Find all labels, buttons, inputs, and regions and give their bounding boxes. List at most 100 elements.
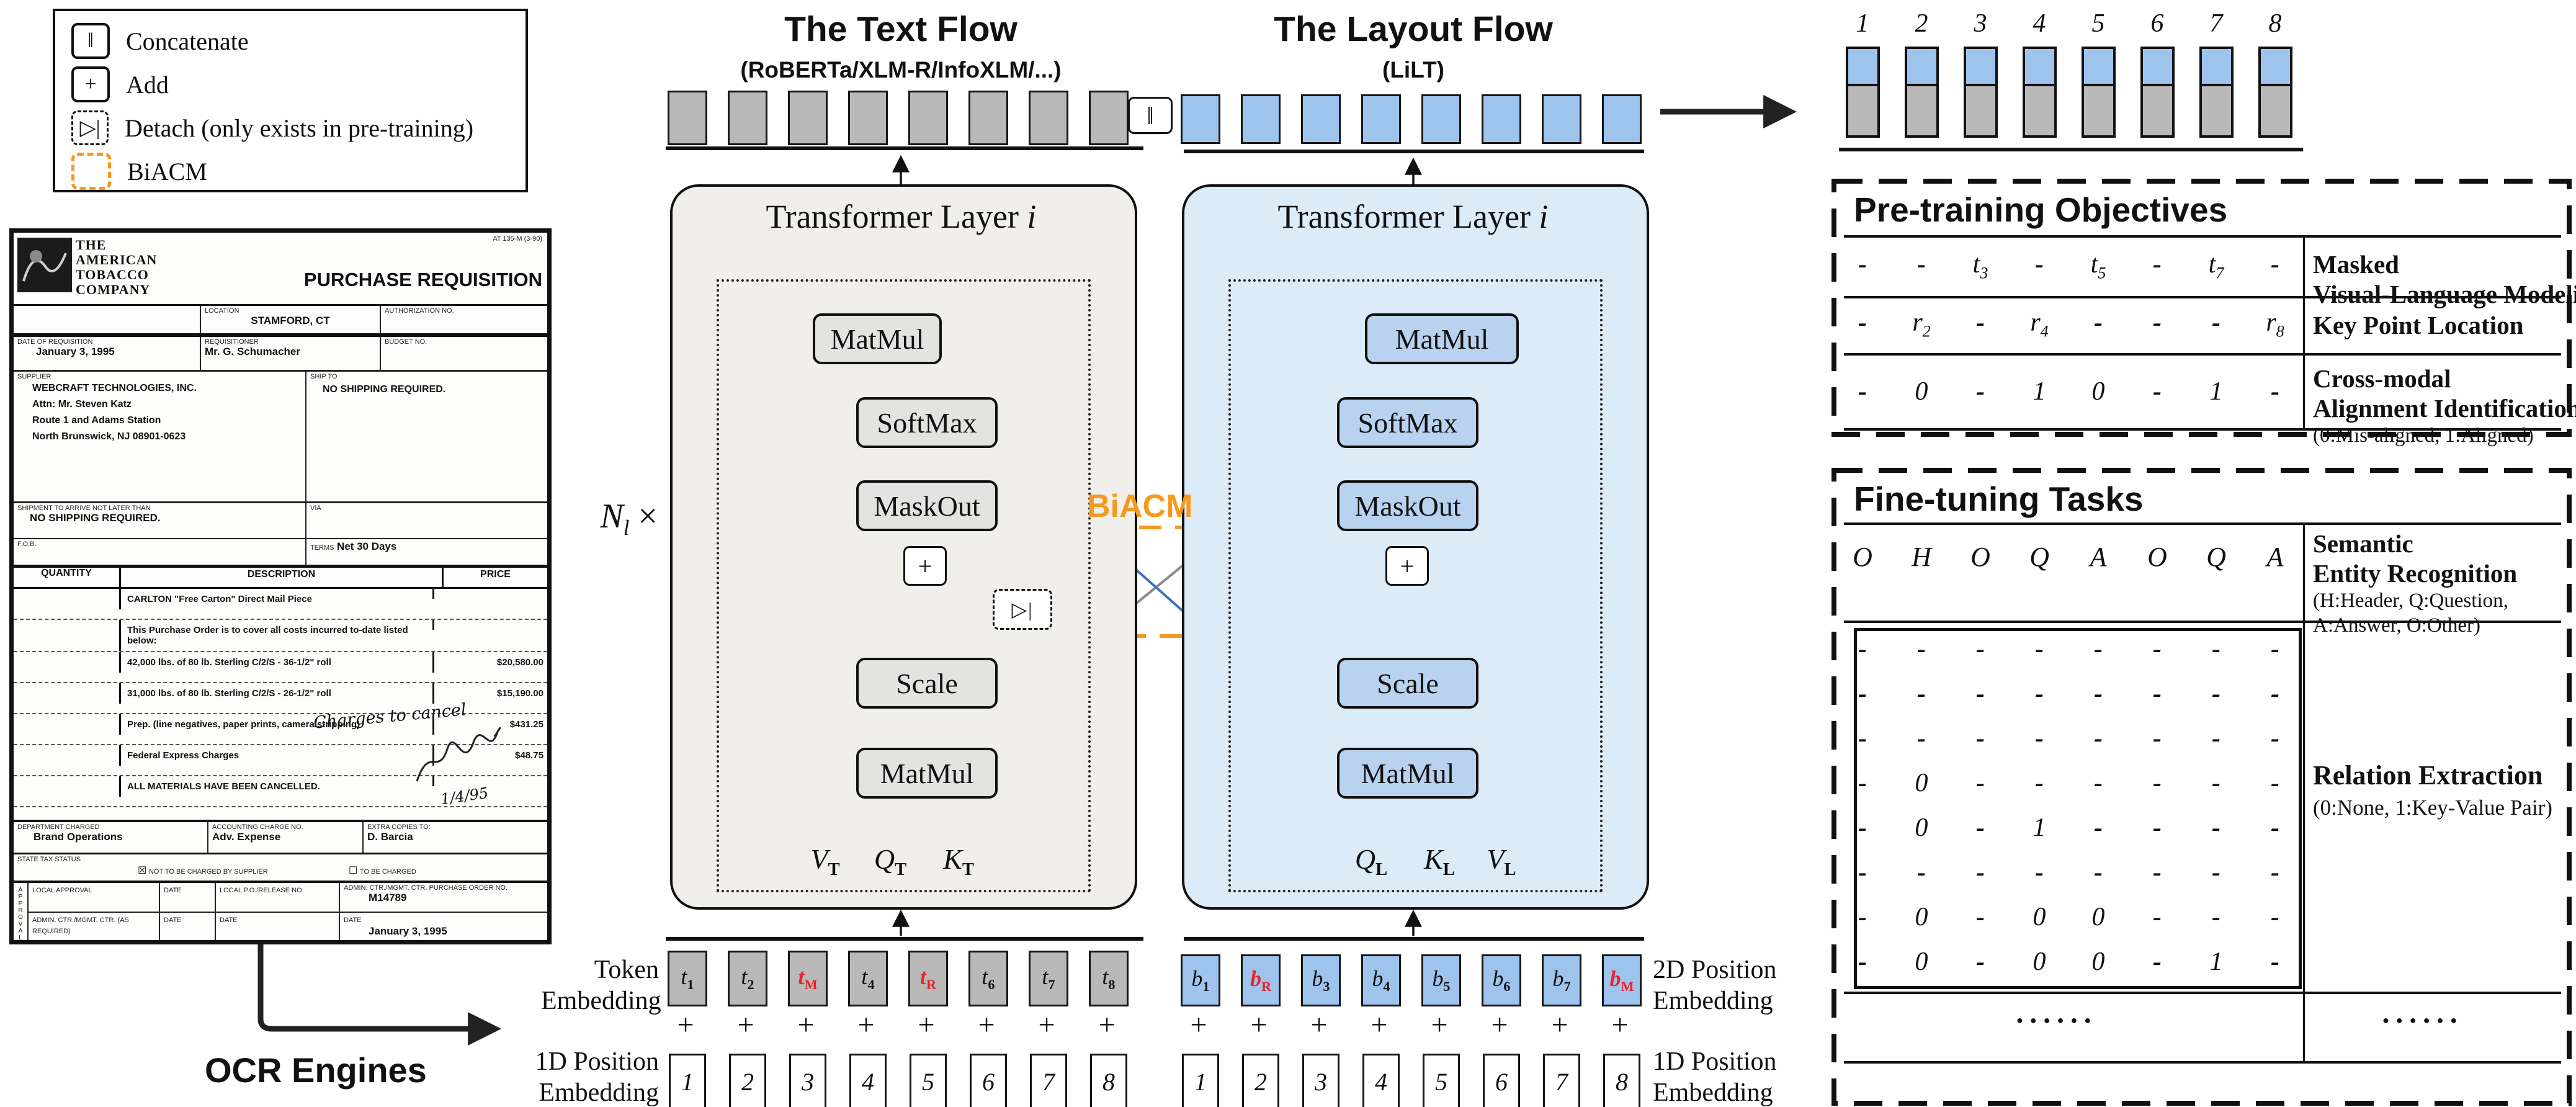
re-r8-c6: - (2153, 948, 2162, 976)
legend-item-biacm: BiACM (71, 153, 207, 190)
tax-row: STATE TAX STATUS ☒ NOT TO BE CHARGED BY … (14, 854, 547, 883)
output-col-gray-5 (2082, 84, 2116, 138)
text-plus-sign: + (857, 1008, 875, 1041)
token-embedding-8: t8 (1089, 951, 1129, 1006)
re-r8-c5: 0 (2091, 948, 2105, 976)
layout-matmul-bottom: MatMul (1337, 748, 1478, 799)
output-col-gray-3 (1964, 84, 1998, 138)
re-r4-c5: - (2094, 769, 2103, 797)
finetuning-title: Fine-tuning Tasks (1854, 480, 2144, 518)
re-r7-c4: 0 (2033, 903, 2046, 931)
re-r8-c2: 0 (1915, 948, 1928, 976)
text-pos1d-7: 7 (1030, 1054, 1067, 1107)
ocr-arrow (257, 936, 502, 1046)
re-r1-c7: - (2212, 635, 2220, 663)
layout-hidden-state-1 (1181, 94, 1220, 144)
re-r2-c8: - (2271, 679, 2279, 708)
re-r3-c7: - (2212, 724, 2220, 753)
output-col-number-2: 2 (1915, 9, 1928, 38)
text-scale: Scale (856, 658, 998, 709)
text-flow-title: The Text Flow (784, 9, 1017, 49)
layout-hidden-state-8 (1602, 94, 1642, 144)
ft-divider (2303, 522, 2305, 1064)
ser-letter-3: O (1970, 542, 1990, 572)
pt-row-label-2: Key Point Location (2313, 311, 2524, 339)
pt-r1-c7: t7 (2208, 250, 2224, 282)
pt-r3-c5: 0 (2091, 377, 2105, 406)
token-embedding-4: t4 (848, 951, 888, 1006)
terms-cell: TERMS Net 30 Days (305, 539, 547, 565)
signature-scribble (416, 727, 501, 782)
re-r5-c8: - (2271, 813, 2279, 842)
layout-scale: Scale (1337, 658, 1478, 709)
pt-r3-c2: 0 (1915, 377, 1928, 406)
pt-r1-c5: t5 (2090, 250, 2106, 282)
pt-r2-c2: r2 (1912, 308, 1931, 341)
doc-items-table: CARLTON "Free Carton" Direct Mail Piece … (14, 589, 547, 822)
re-r4-c6: - (2153, 769, 2162, 797)
legend-item-detach: ▷| Detach (only exists in pre-training) (71, 109, 473, 146)
output-col-number-7: 7 (2209, 9, 2223, 38)
text-matmul-top: MatMul (813, 313, 942, 364)
re-r6-c1: - (1858, 858, 1867, 887)
re-r5-c6: - (2153, 813, 2162, 842)
re-r7-c1: - (1858, 903, 1867, 931)
re-r2-c6: - (2153, 679, 2162, 708)
qty-header: QUANTITY (41, 568, 92, 578)
legend-item-label: Detach (only exists in pre-training) (125, 114, 474, 142)
pt-r2-c1: - (1858, 308, 1867, 337)
output-col-blue-8 (2258, 47, 2292, 86)
layout-plus-sign: + (1611, 1008, 1629, 1041)
re-r2-c4: - (2035, 679, 2044, 708)
date-cell: DATE OF REQUISITION January 3, 1995 (17, 338, 115, 357)
layout-hidden-state-5 (1421, 94, 1461, 144)
re-r8-c1: - (1858, 948, 1867, 976)
re-r4-c3: - (1976, 769, 1985, 797)
output-col-number-4: 4 (2033, 9, 2046, 38)
concat-box: ‖ (1128, 97, 1173, 134)
dept-cell: DEPARTMENT CHARGED Brand Operations (17, 823, 123, 843)
pos2d-embedding-6: b6 (1482, 954, 1521, 1006)
pt-r1-c3: t3 (1972, 250, 1988, 282)
biacm-icon (71, 153, 111, 190)
doc-item-row: This Purchase Order is to cover all cost… (14, 620, 547, 652)
pt-r3-c6: - (2153, 377, 2162, 406)
pretraining-title: Pre-training Objectives (1854, 190, 2228, 229)
pos2d-embedding-5: b5 (1421, 954, 1461, 1006)
authorization-cell: AUTHORIZATION NO. (380, 306, 547, 333)
pt-r3-c4: 1 (2033, 377, 2046, 406)
form-code: AT 135-M (3-90) (493, 235, 542, 243)
acct-cell: ACCOUNTING CHARGE NO. Adv. Expense (207, 822, 362, 853)
detach-icon: ▷| (71, 110, 109, 145)
layout-v-label: VL (1487, 843, 1516, 880)
ser-letter-6: O (2147, 542, 2167, 572)
layout-plus-sign: + (1190, 1008, 1207, 1041)
ellipsis-right: ●●●●●● (2382, 1014, 2464, 1026)
re-r7-c6: - (2153, 903, 2162, 931)
text-input-underline (666, 937, 1143, 941)
layout-pos1d-1: 1 (1182, 1054, 1219, 1107)
token-embedding-3: tM (788, 951, 828, 1006)
re-r6-c4: - (2035, 858, 2044, 887)
re-r7-c8: - (2271, 903, 2279, 931)
layout-input-underline (1184, 937, 1644, 941)
layout-q-label: QL (1354, 843, 1388, 880)
output-col-gray-1 (1846, 84, 1880, 138)
price-header: PRICE (442, 568, 547, 587)
output-col-blue-3 (1964, 47, 1998, 86)
re-r6-c2: - (1917, 858, 1926, 887)
re-r1-c4: - (2035, 635, 2044, 663)
concat-icon: ‖ (71, 23, 110, 59)
text-pos1d-4: 4 (849, 1054, 887, 1107)
pt-r3-c7: 1 (2209, 377, 2223, 406)
doc-item-row: 42,000 lbs. of 80 lb. Sterling C/2/S - 3… (14, 652, 547, 683)
layout-plus-sign: + (1431, 1008, 1448, 1041)
re-r2-c7: - (2212, 679, 2220, 708)
re-r4-c1: - (1858, 769, 1867, 797)
output-col-blue-2 (1905, 47, 1939, 86)
text-plus-sign: + (737, 1008, 754, 1041)
text-detach-box: ▷| (993, 589, 1052, 630)
re-r4-c4: - (2035, 769, 2044, 797)
doc-item-row: Federal Express Charges $48.75 (14, 745, 547, 776)
re-r4-c7: - (2212, 769, 2220, 797)
